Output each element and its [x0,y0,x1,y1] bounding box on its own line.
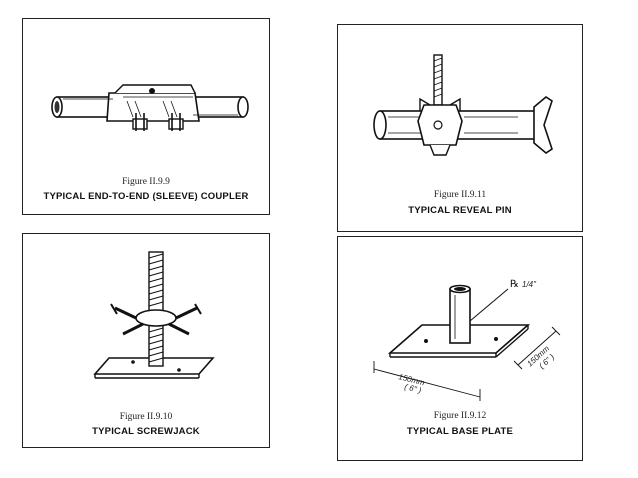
figure-title: TYPICAL END-TO-END (SLEEVE) COUPLER [43,191,249,202]
pipe-size-label: 1/4" [522,280,537,289]
pipe-size-symbol: ℞ [510,279,519,290]
reveal-pin-drawing [373,54,553,156]
base-plate-drawing: ℞ 1/4" 150mm ( 6" ) 150mm ( 6" ) [373,279,561,401]
figure-number: Figure II.9.9 [122,177,170,187]
sleeve-coupler-drawing [51,84,249,131]
figure-panel-screwjack: Figure II.9.10 TYPICAL SCREWJACK [22,233,270,448]
figure-panel-sleeve-coupler: Figure II.9.9 TYPICAL END-TO-END (SLEEVE… [22,18,270,215]
figure-number: Figure II.9.10 [119,412,173,422]
screwjack-drawing [93,251,215,379]
figure-number: Figure II.9.11 [433,190,487,200]
figure-number: Figure II.9.12 [433,411,487,421]
figure-title: TYPICAL REVEAL PIN [408,205,512,216]
figure-title: TYPICAL SCREWJACK [92,426,200,437]
figure-panel-base-plate: ℞ 1/4" 150mm ( 6" ) 150mm ( 6" ) Figure … [337,236,583,461]
figure-panel-reveal-pin: Figure II.9.11 TYPICAL REVEAL PIN [337,24,583,232]
width-in-label: ( 6" ) [404,382,423,395]
figure-title: TYPICAL BASE PLATE [406,426,514,437]
